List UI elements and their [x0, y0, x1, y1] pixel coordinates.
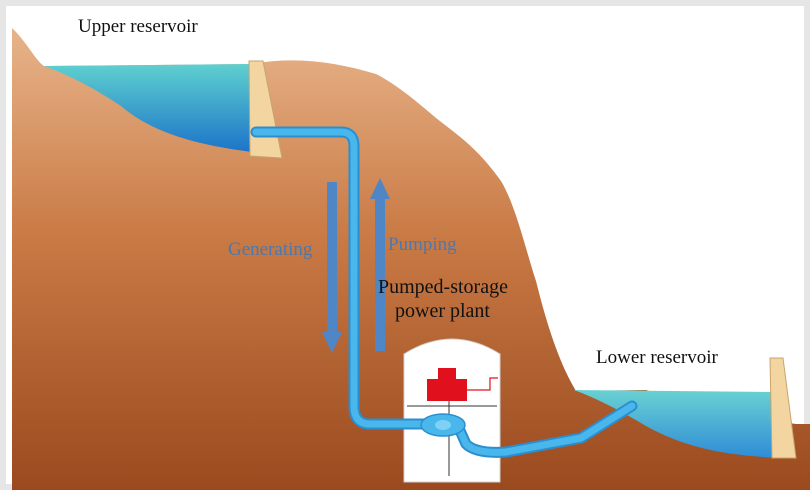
plant-label-line1: Pumped-storage	[378, 276, 508, 298]
generating-arrow	[322, 182, 342, 353]
pumping-arrow	[370, 178, 390, 351]
lower-dam	[769, 357, 797, 459]
generating-label: Generating	[228, 239, 313, 260]
power-house	[403, 338, 501, 483]
plant-label-line2: power plant	[395, 300, 490, 322]
pumping-label: Pumping	[388, 234, 457, 255]
turbine-icon	[420, 413, 466, 437]
generator-icon	[427, 368, 498, 401]
upper-reservoir-label: Upper reservoir	[78, 16, 198, 37]
penstock-pipe-fill	[252, 128, 636, 456]
lower-reservoir-label: Lower reservoir	[596, 347, 718, 368]
upper-reservoir-water	[44, 64, 252, 152]
pumped-storage-diagram	[12, 28, 810, 490]
